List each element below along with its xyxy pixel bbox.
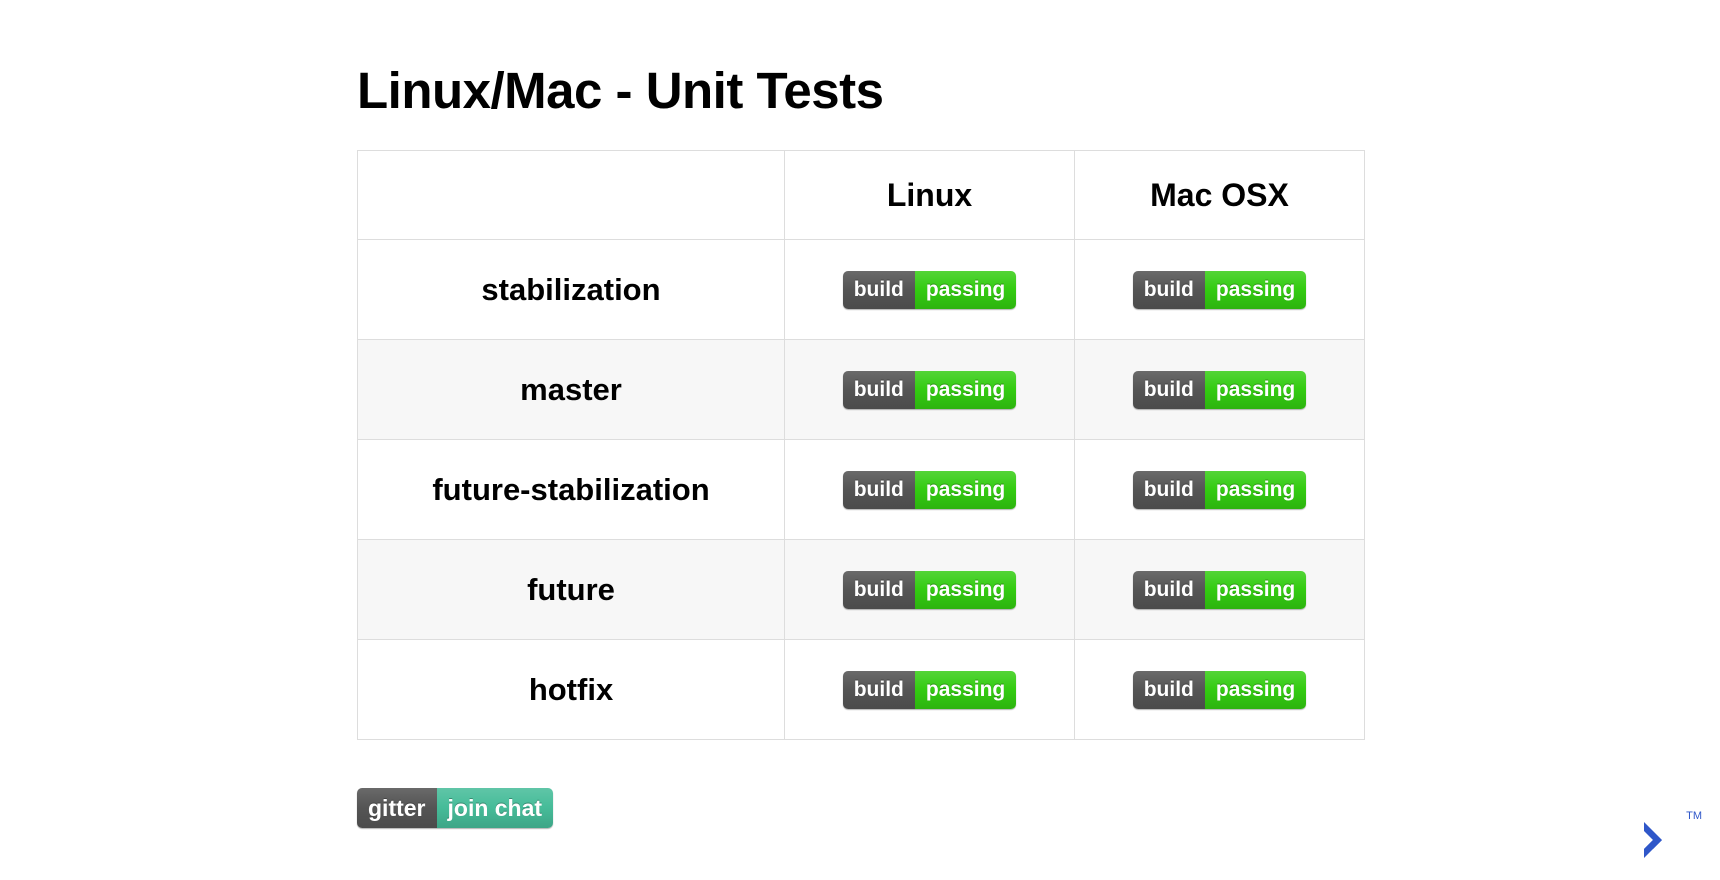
branch-label: master — [520, 371, 622, 407]
badge-label: build — [1132, 470, 1205, 509]
badge-status: passing — [914, 470, 1017, 509]
branch-cell: hotfix — [357, 639, 785, 740]
gitter-badge-label: gitter — [357, 788, 437, 828]
build-status-badge-linux[interactable]: build passing — [842, 470, 1017, 509]
mac-status-cell: build passing — [1074, 539, 1365, 640]
badge-status: passing — [914, 270, 1017, 309]
badge-label: build — [1132, 270, 1205, 309]
branch-cell: future-stabilization — [357, 439, 785, 540]
badge-status: passing — [1204, 570, 1307, 609]
build-status-badge-mac[interactable]: build passing — [1132, 570, 1307, 609]
build-status-badge-linux[interactable]: build passing — [842, 570, 1017, 609]
chevron-logo-icon — [1644, 822, 1662, 858]
build-status-badge-mac[interactable]: build passing — [1132, 270, 1307, 309]
build-status-badge-linux[interactable]: build passing — [842, 270, 1017, 309]
badge-status: passing — [1204, 370, 1307, 409]
trademark-label: TM — [1686, 810, 1702, 822]
badge-label: build — [1132, 570, 1205, 609]
branch-label: stabilization — [481, 271, 661, 307]
linux-status-cell: build passing — [784, 639, 1075, 740]
badge-status: passing — [1204, 270, 1307, 309]
mac-status-cell: build passing — [1074, 639, 1365, 740]
linux-status-cell: build passing — [784, 339, 1075, 440]
mac-status-cell: build passing — [1074, 339, 1365, 440]
gitter-badge-action: join chat — [436, 788, 554, 828]
badge-label: build — [1132, 670, 1205, 709]
linux-status-cell: build passing — [784, 439, 1075, 540]
branch-label: hotfix — [528, 671, 614, 707]
badge-status: passing — [914, 670, 1017, 709]
branch-cell: future — [357, 539, 785, 640]
mac-status-cell: build passing — [1074, 439, 1365, 540]
table-row: stabilization build passing build passin… — [357, 239, 1365, 340]
build-status-table: Linux Mac OSX stabilization build passin… — [357, 150, 1365, 740]
table-header: Linux Mac OSX — [357, 150, 1365, 240]
badge-status: passing — [1204, 670, 1307, 709]
branch-label: future-stabilization — [432, 471, 710, 507]
table-header-linux: Linux — [784, 150, 1075, 240]
badge-label: build — [842, 570, 915, 609]
page-title: Linux/Mac - Unit Tests — [357, 62, 884, 120]
linux-status-cell: build passing — [784, 239, 1075, 340]
table-row: future-stabilization build passing build… — [357, 439, 1365, 540]
build-status-badge-mac[interactable]: build passing — [1132, 470, 1307, 509]
build-status-badge-linux[interactable]: build passing — [842, 370, 1017, 409]
build-status-badge-mac[interactable]: build passing — [1132, 670, 1307, 709]
badge-label: build — [842, 470, 915, 509]
table-header-row: Linux Mac OSX — [357, 150, 1365, 240]
badge-label: build — [842, 670, 915, 709]
badge-status: passing — [914, 570, 1017, 609]
build-status-badge-linux[interactable]: build passing — [842, 670, 1017, 709]
table-header-mac-osx: Mac OSX — [1074, 150, 1365, 240]
badge-label: build — [842, 270, 915, 309]
table-row: future build passing build passing — [357, 539, 1365, 640]
table-header-blank — [357, 150, 785, 240]
branch-cell: master — [357, 339, 785, 440]
watermark: TM — [1624, 808, 1702, 866]
linux-status-cell: build passing — [784, 539, 1075, 640]
branch-label: future — [527, 571, 615, 607]
badge-label: build — [842, 370, 915, 409]
gitter-join-chat-badge[interactable]: gitter join chat — [357, 788, 554, 828]
table-body: stabilization build passing build passin… — [357, 239, 1365, 740]
badge-status: passing — [1204, 470, 1307, 509]
table-row: hotfix build passing build passing — [357, 639, 1365, 740]
branch-cell: stabilization — [357, 239, 785, 340]
build-status-badge-mac[interactable]: build passing — [1132, 370, 1307, 409]
badge-status: passing — [914, 370, 1017, 409]
table-row: master build passing build passing — [357, 339, 1365, 440]
mac-status-cell: build passing — [1074, 239, 1365, 340]
gitter-badge-container: gitter join chat — [357, 788, 554, 828]
badge-label: build — [1132, 370, 1205, 409]
